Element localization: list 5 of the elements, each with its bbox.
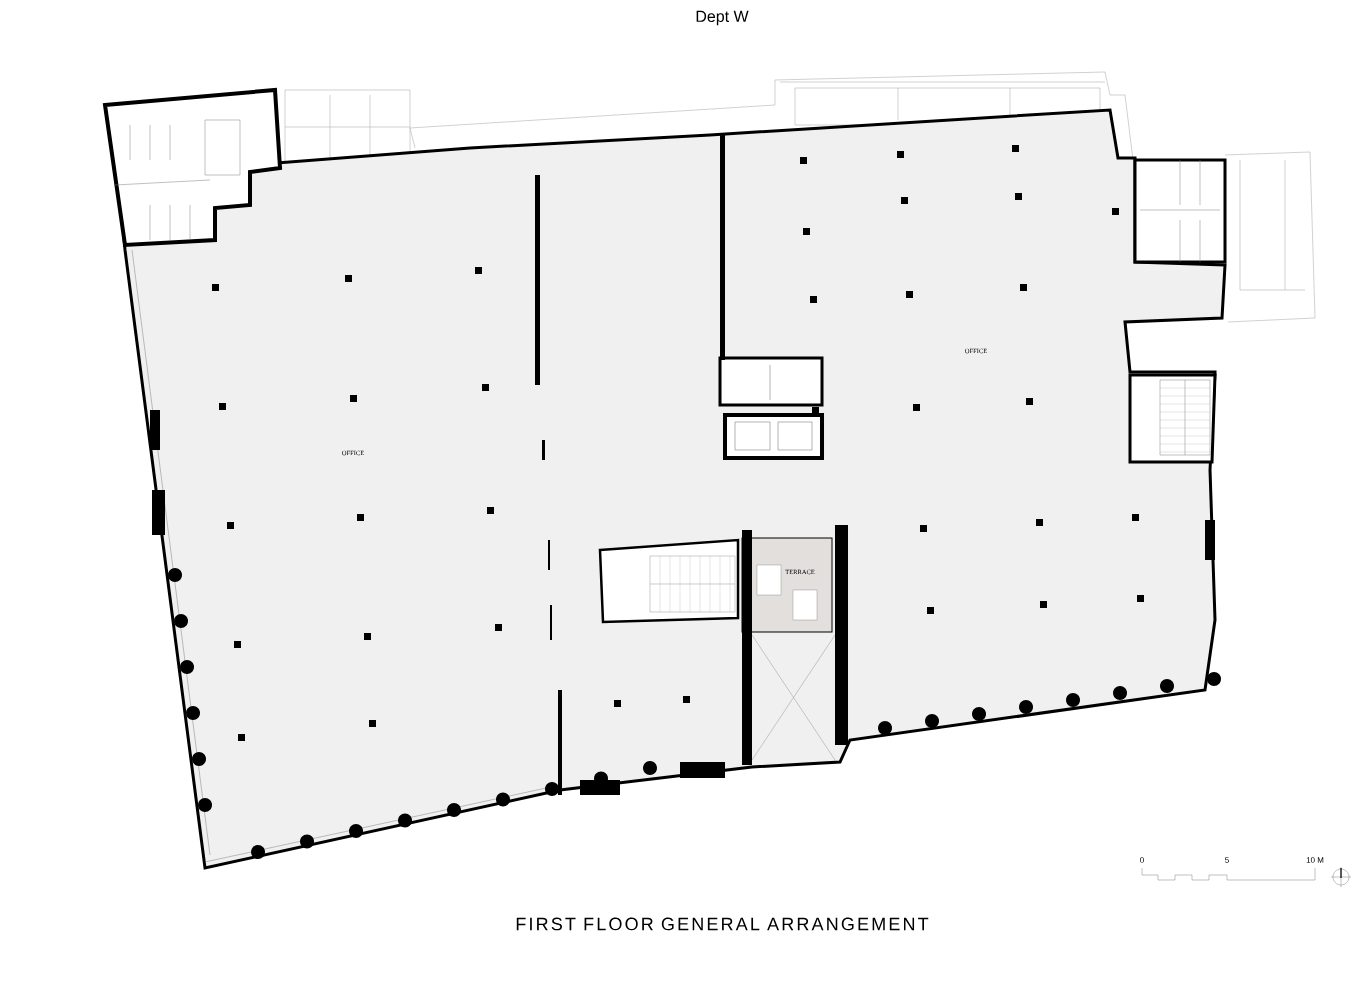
title: FIRST FLOOR GENERAL ARRANGEMENT [516, 917, 929, 931]
heading: Dept W [696, 10, 749, 26]
scale-label: 0 [1140, 857, 1144, 863]
scale-label: 5 [1225, 857, 1229, 863]
scale-label: 10 M [1306, 857, 1324, 863]
